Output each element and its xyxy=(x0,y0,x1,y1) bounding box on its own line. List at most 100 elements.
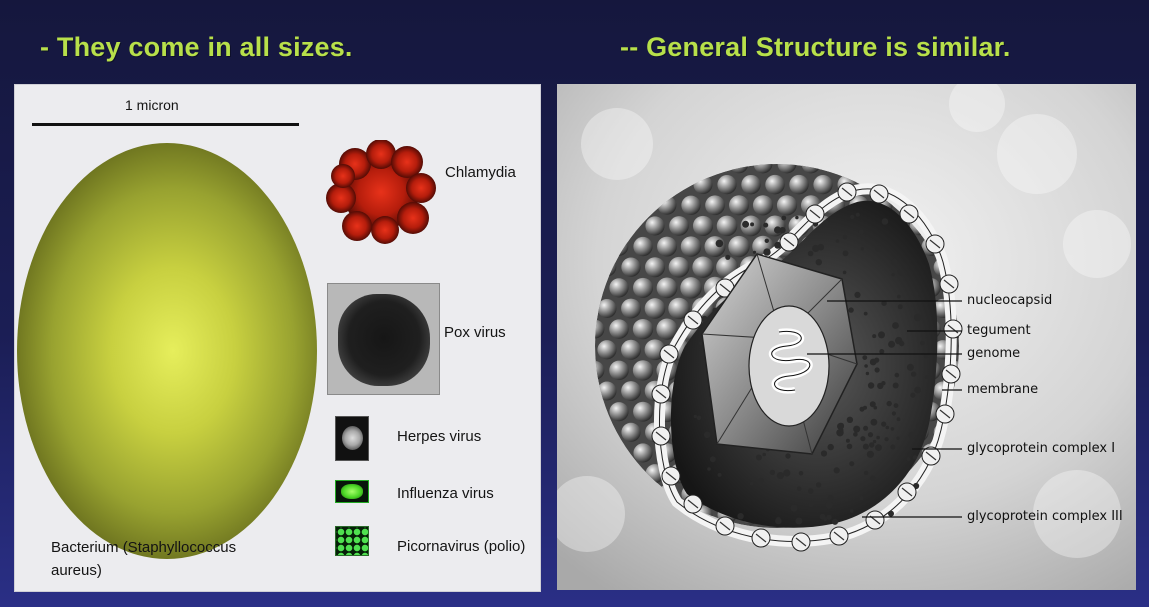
tegument-particle xyxy=(843,235,847,239)
influenza-virus-illustration xyxy=(335,480,369,503)
tegument-particle xyxy=(888,511,894,517)
tegument-particle xyxy=(863,406,867,410)
tegument-particle xyxy=(808,251,814,257)
tegument-particle xyxy=(907,364,914,371)
bacterium-label-continued: aureus) xyxy=(51,562,102,579)
envelope-sphere xyxy=(621,299,641,319)
glycoprotein-spike xyxy=(870,185,888,203)
tegument-particle xyxy=(863,426,868,431)
glycoprotein-spike xyxy=(806,205,824,223)
tegument-particle xyxy=(871,419,878,426)
tegument-particle xyxy=(917,423,922,428)
right-heading: -- General Structure is similar. xyxy=(620,32,1011,63)
envelope-sphere xyxy=(705,236,726,257)
glycoprotein-spike xyxy=(900,205,918,223)
tegument-particle xyxy=(886,426,890,430)
tegument-particle xyxy=(888,341,895,348)
tegument-particle xyxy=(832,519,838,525)
envelope-sphere xyxy=(681,236,701,256)
envelope-sphere xyxy=(645,216,664,235)
influenza-virus-label: Influenza virus xyxy=(397,485,494,502)
glycoprotein-spike xyxy=(838,183,856,201)
tegument-particle xyxy=(795,518,802,525)
tegument-particle xyxy=(859,496,863,500)
tegument-particle xyxy=(892,411,896,415)
tegument-particle xyxy=(868,382,874,388)
envelope-sphere xyxy=(621,258,640,277)
envelope-sphere xyxy=(669,257,690,278)
glycoprotein-spike xyxy=(752,529,770,547)
glycoprotein-complex-i-label: glycoprotein complex I xyxy=(967,441,1115,456)
glycoprotein-spike xyxy=(652,385,670,403)
tegument-particle xyxy=(892,273,895,276)
tegument-particle xyxy=(910,393,915,398)
envelope-sphere xyxy=(717,175,736,194)
tegument-particle xyxy=(850,215,854,219)
envelope-sphere xyxy=(657,237,677,257)
envelope-sphere xyxy=(765,175,784,194)
tegument-particle xyxy=(809,502,814,507)
tegument-particle xyxy=(762,453,766,457)
tegument-particle xyxy=(845,498,849,502)
scale-bar xyxy=(32,123,299,126)
tegument-particle xyxy=(876,436,880,440)
tegument-particle xyxy=(849,461,854,466)
bacterium-illustration xyxy=(17,143,317,559)
tegument-particle xyxy=(896,437,899,440)
envelope-sphere xyxy=(717,216,738,237)
tegument-particle xyxy=(913,455,917,459)
tegument-particle xyxy=(850,509,854,513)
tegument-particle xyxy=(707,467,711,471)
glycoprotein-spike xyxy=(922,447,940,465)
tegument-particle xyxy=(763,223,768,228)
tegument-particle xyxy=(887,401,892,406)
picornavirus-illustration xyxy=(335,526,369,556)
tegument-particle xyxy=(848,307,853,312)
chlamydia-illustration xyxy=(325,140,437,244)
tegument-particle xyxy=(799,471,804,476)
tegument-particle xyxy=(753,251,756,254)
envelope-sphere xyxy=(633,237,652,256)
tegument-particle xyxy=(826,502,833,509)
glycoprotein-spike xyxy=(898,483,916,501)
tegument-particle xyxy=(875,245,881,251)
tegument-particle xyxy=(898,269,904,275)
tegument-particle xyxy=(872,334,876,338)
envelope-sphere xyxy=(657,277,678,298)
tegument-particle xyxy=(914,292,919,297)
envelope-sphere xyxy=(621,381,641,401)
tegument-particle xyxy=(925,375,929,379)
envelope-sphere xyxy=(789,175,808,194)
tegument-particle xyxy=(878,331,885,338)
envelope-sphere xyxy=(692,257,713,278)
tegument-particle xyxy=(699,342,703,346)
tegument-particle xyxy=(853,432,858,437)
tegument-particle xyxy=(820,514,826,520)
tegument-particle xyxy=(697,416,702,421)
tegument-label: tegument xyxy=(967,323,1031,338)
herpes-virus-illustration xyxy=(335,416,369,461)
envelope-sphere xyxy=(777,195,797,215)
envelope-sphere xyxy=(645,257,665,277)
tegument-particle xyxy=(885,437,889,441)
tegument-particle xyxy=(869,442,874,447)
tegument-particle xyxy=(828,495,834,501)
tegument-particle xyxy=(862,355,867,360)
left-heading: - They come in all sizes. xyxy=(40,32,353,63)
tegument-particle xyxy=(785,453,790,458)
tegument-particle xyxy=(893,383,899,389)
tegument-particle xyxy=(868,432,873,437)
tegument-particle xyxy=(750,222,754,226)
tegument-particle xyxy=(737,513,743,519)
tegument-particle xyxy=(870,401,876,407)
envelope-sphere xyxy=(633,443,652,462)
envelope-sphere xyxy=(597,340,616,359)
glycoprotein-spike xyxy=(940,275,958,293)
scale-label: 1 micron xyxy=(125,97,179,113)
envelope-sphere xyxy=(609,361,629,381)
glycoprotein-spike xyxy=(926,235,944,253)
genome-label: genome xyxy=(967,346,1020,361)
glycoprotein-spike xyxy=(942,365,960,383)
tegument-particle xyxy=(823,220,829,226)
tegument-particle xyxy=(860,436,865,441)
